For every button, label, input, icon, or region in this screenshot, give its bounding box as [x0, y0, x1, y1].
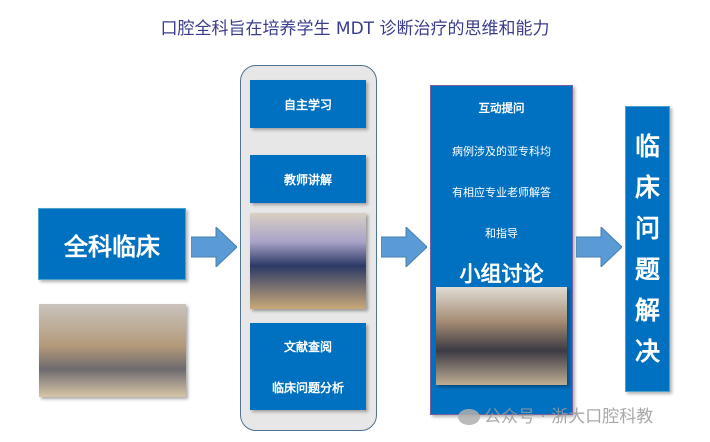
group-discussion-photo: [436, 287, 567, 385]
general-clinic-box: 全科临床: [38, 208, 186, 280]
page-title: 口腔全科旨在培养学生 MDT 诊断治疗的思维和能力: [160, 19, 550, 39]
arrow-right-icon: [381, 227, 427, 267]
discussion-line: 和指导: [485, 227, 518, 240]
teacher-lecture-box: 教师讲解: [250, 155, 366, 203]
interactive-question-label: 互动提问: [478, 101, 525, 115]
dental-clinic-photo: [39, 304, 186, 397]
arrow-right-icon: [576, 227, 622, 267]
clinical-analysis-label: 临床问题分析: [271, 380, 344, 395]
discussion-line: 病例涉及的亚专科均: [452, 145, 551, 158]
discussion-line: 有相应专业老师解答: [452, 186, 551, 199]
clinical-problem-solving-box: 临 床 问 题 解 决: [625, 106, 670, 392]
result-char: 问: [634, 214, 660, 243]
result-char: 床: [634, 173, 660, 202]
lecture-photo: [250, 213, 366, 309]
watermark-text: 公众号 · 浙大口腔科教: [484, 407, 654, 427]
literature-analysis-box: 文献查阅 临床问题分析: [250, 323, 366, 410]
result-char: 决: [634, 337, 660, 366]
watermark: 公众号 · 浙大口腔科教: [458, 402, 653, 427]
literature-review-label: 文献查阅: [283, 339, 332, 354]
arrow-right-icon: [191, 227, 237, 267]
self-study-box: 自主学习: [250, 80, 366, 128]
group-discussion-box: 互动提问 病例涉及的亚专科均 有相应专业老师解答 和指导 小组讨论: [430, 85, 573, 415]
result-char: 临: [634, 132, 660, 161]
group-discussion-heading: 小组讨论: [459, 262, 544, 286]
result-char: 题: [634, 255, 660, 284]
result-char: 解: [634, 296, 660, 325]
wechat-icon: [458, 409, 480, 425]
